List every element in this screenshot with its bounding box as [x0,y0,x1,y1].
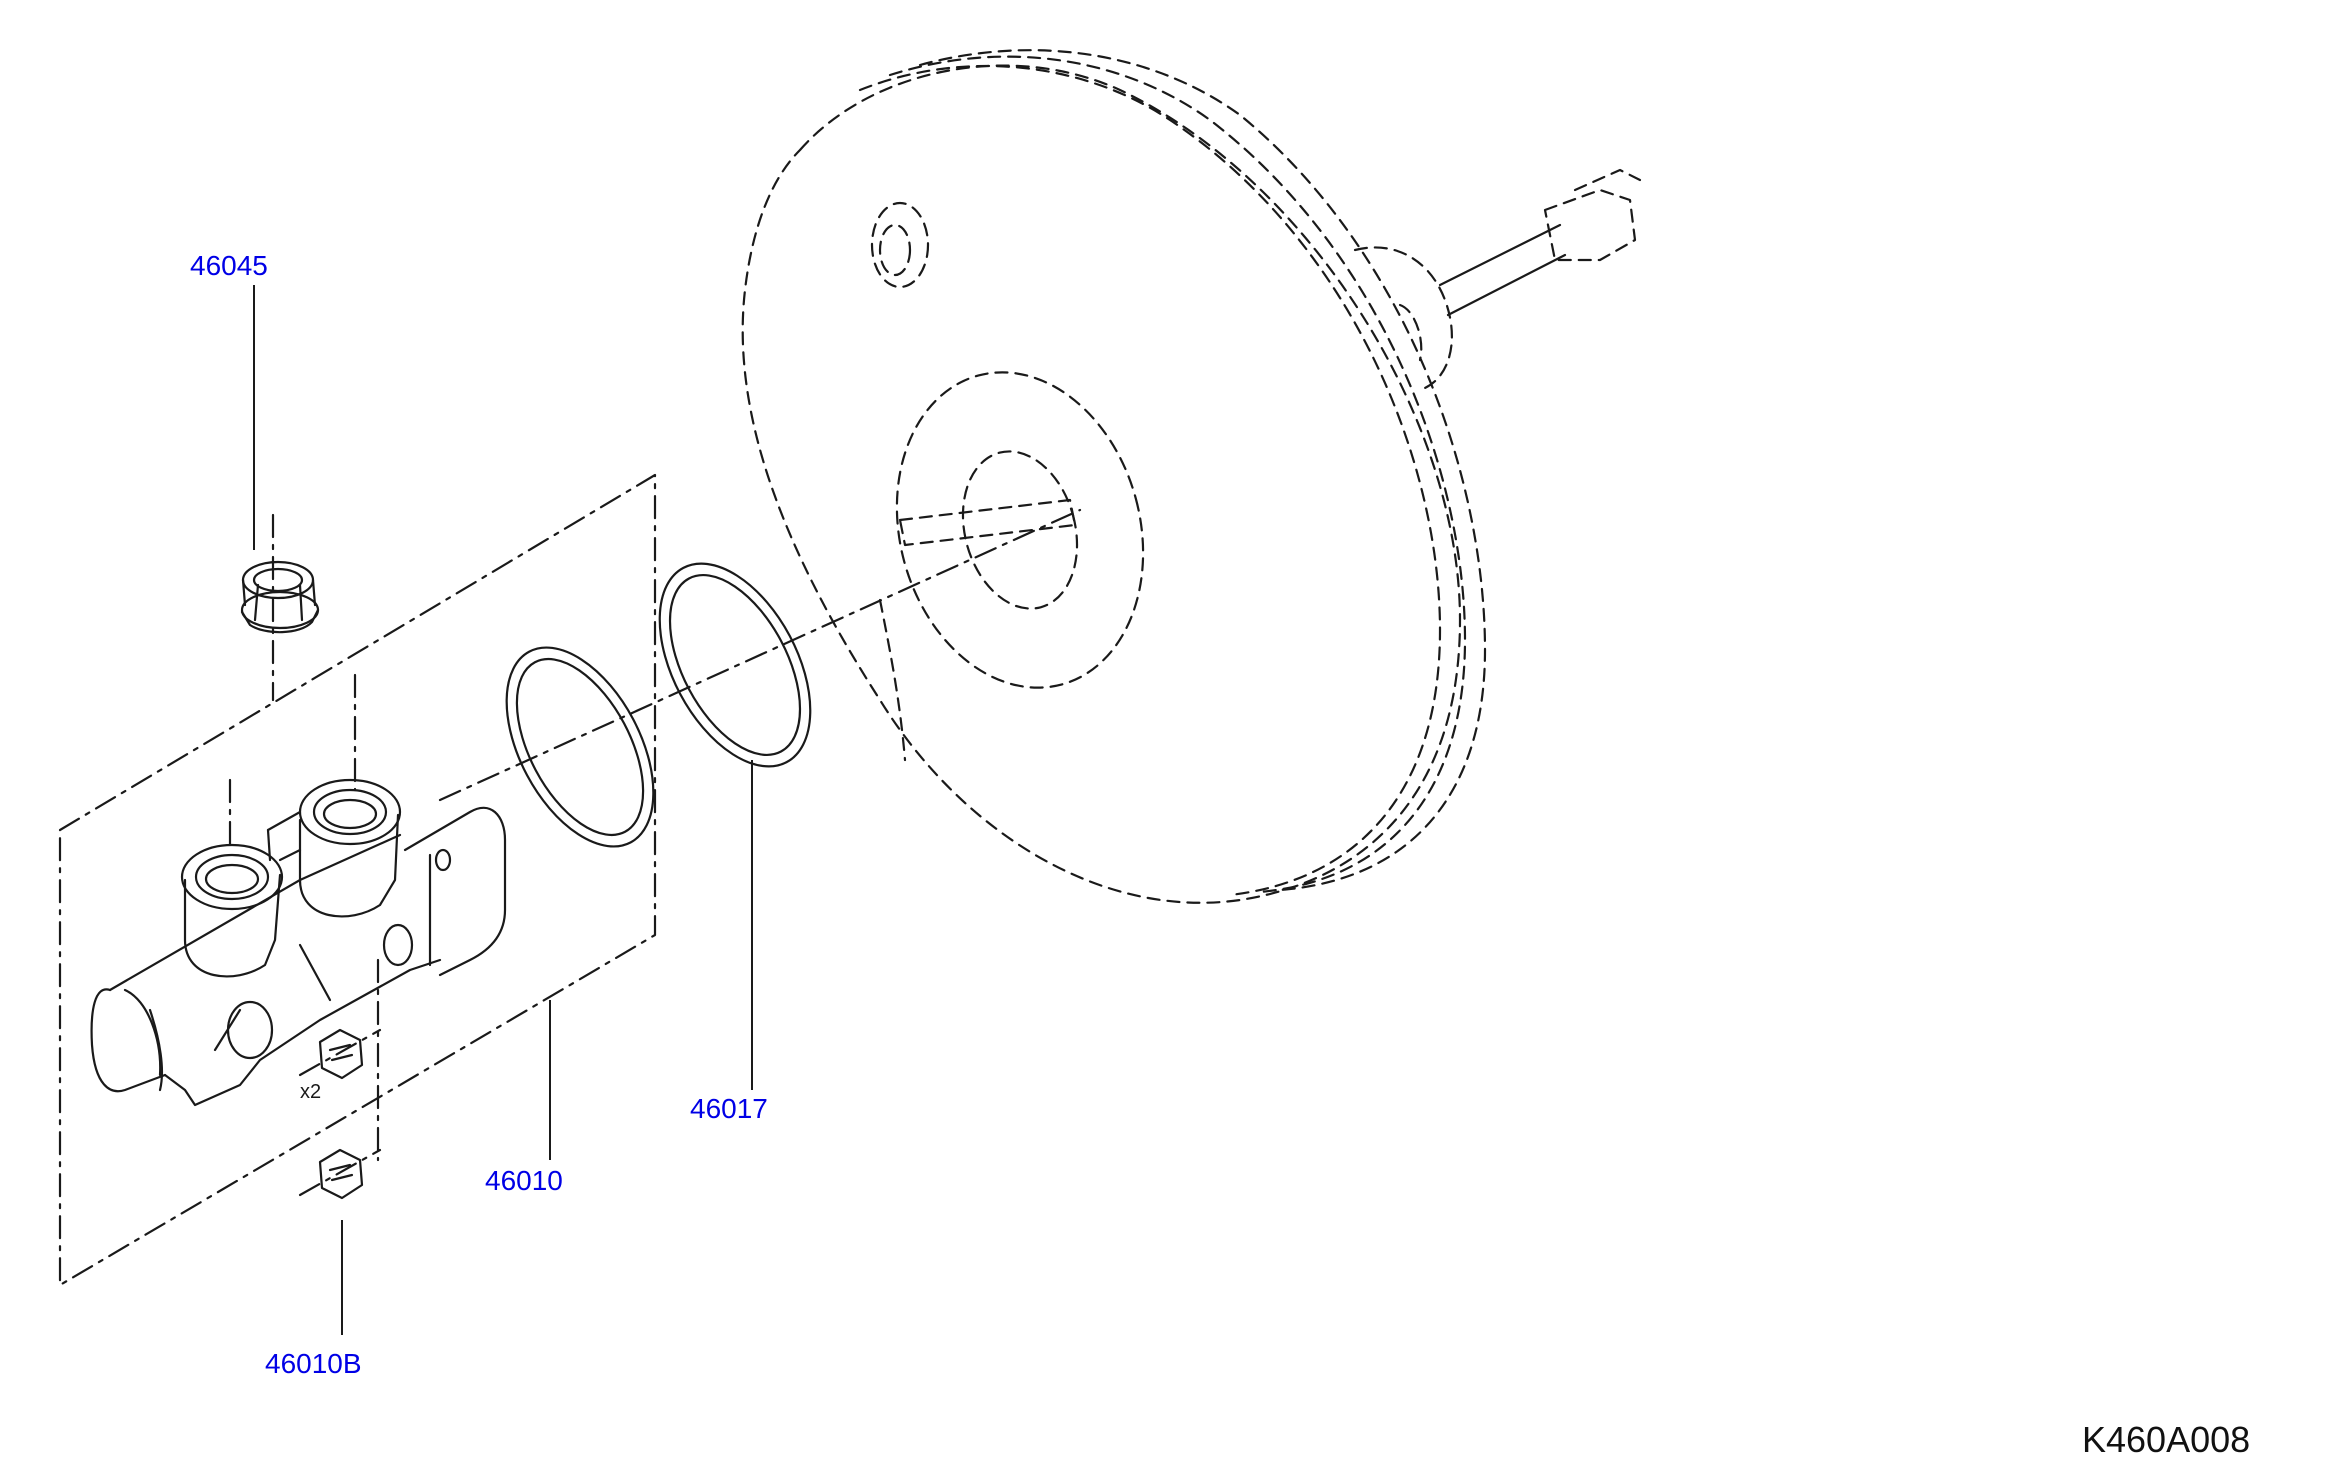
assembly-centerline [438,508,1082,802]
master-cylinder-o-ring[interactable] [476,623,683,870]
master-cylinder-body[interactable] [90,778,507,1107]
callout-46010[interactable]: 46010 [485,1165,563,1196]
callout-46010B[interactable]: 46010B [265,1348,362,1379]
reservoir-grommet[interactable] [240,513,320,702]
quantity-note: x2 [300,1081,321,1103]
brake-booster [741,49,1642,904]
callout-46017[interactable]: 46017 [690,1093,768,1124]
mounting-nut-lower[interactable] [298,1148,382,1200]
booster-seal-ring[interactable] [629,539,842,791]
diagram-code: K460A008 [2082,1419,2250,1460]
callout-46045[interactable]: 46045 [190,250,268,281]
assembly-boundary [58,473,657,1287]
mounting-nut-upper[interactable] [298,1028,382,1080]
